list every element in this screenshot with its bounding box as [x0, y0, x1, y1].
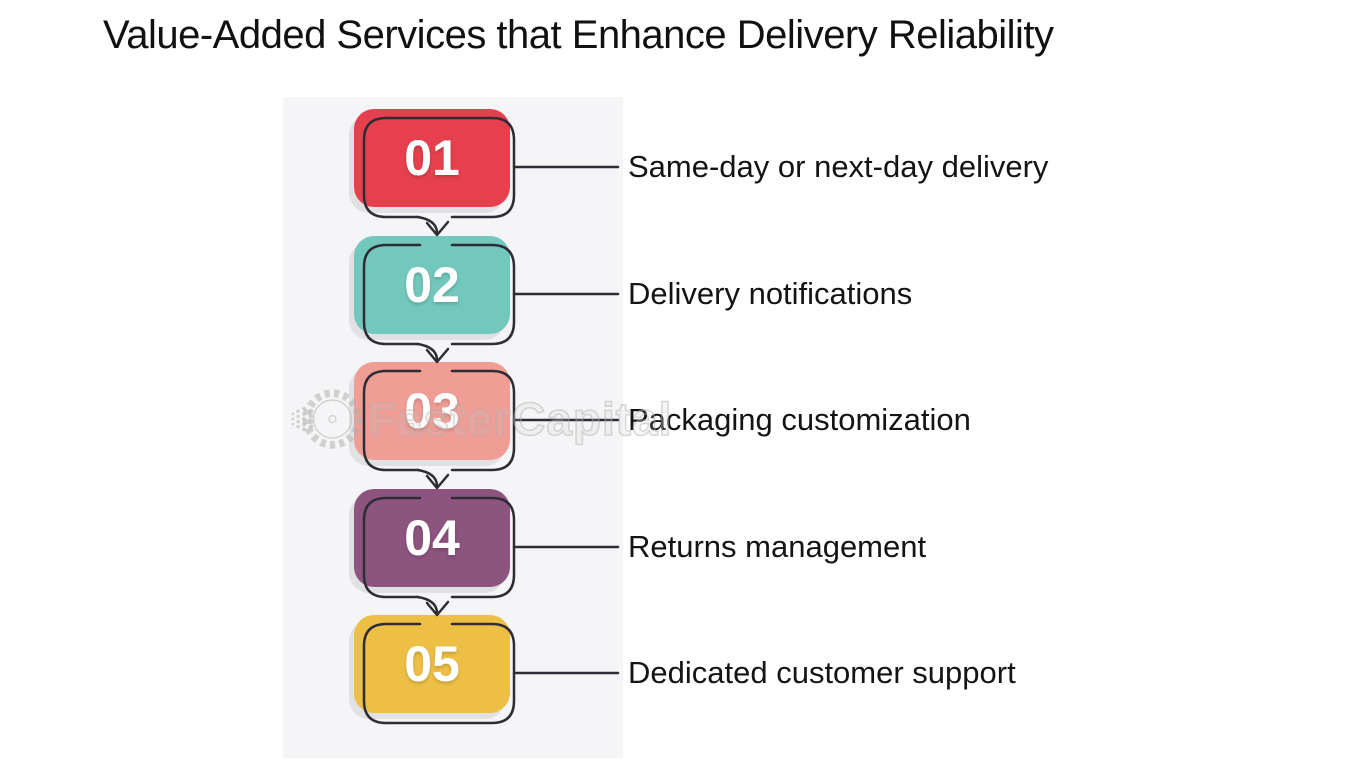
step-number: 05: [404, 636, 460, 692]
step-label: Returns management: [628, 529, 927, 564]
step-item-1: 01 Same-day or next-day delivery: [340, 109, 1100, 241]
step-item-5: 05 Dedicated customer support: [340, 615, 1100, 747]
down-arrow-icon: [416, 595, 450, 617]
step-badge-3: [354, 362, 510, 460]
step-number: 04: [404, 510, 460, 566]
step-frame-1: [362, 116, 620, 237]
step-label: Delivery notifications: [628, 276, 913, 311]
step-number: 03: [404, 383, 460, 439]
step-frame-2: [362, 243, 620, 364]
page-title: Value-Added Services that Enhance Delive…: [103, 13, 1054, 57]
step-label: Packaging customization: [628, 402, 971, 437]
outline-frame: [362, 116, 516, 219]
step-frame-4: [362, 496, 620, 617]
outline-frame: [362, 622, 516, 725]
step-item-2: 02 Delivery notifications: [340, 236, 1100, 368]
step-label: Same-day or next-day delivery: [628, 149, 1049, 184]
step-label: Dedicated customer support: [628, 655, 1016, 690]
step-badge-4: [354, 489, 510, 587]
step-item-3: 03 Packaging customization: [340, 362, 1100, 494]
step-badge-2: [354, 236, 510, 334]
step-frame-5: [362, 622, 620, 725]
step-badge-1: [354, 109, 510, 207]
step-frame-3: [362, 369, 620, 490]
down-arrow-icon: [416, 215, 450, 237]
step-number: 02: [404, 257, 460, 313]
step-number: 01: [404, 130, 460, 186]
step-badge-5: [354, 615, 510, 713]
down-arrow-icon: [416, 468, 450, 490]
step-item-4: 04 Returns management: [340, 489, 1100, 621]
down-arrow-icon: [416, 342, 450, 364]
